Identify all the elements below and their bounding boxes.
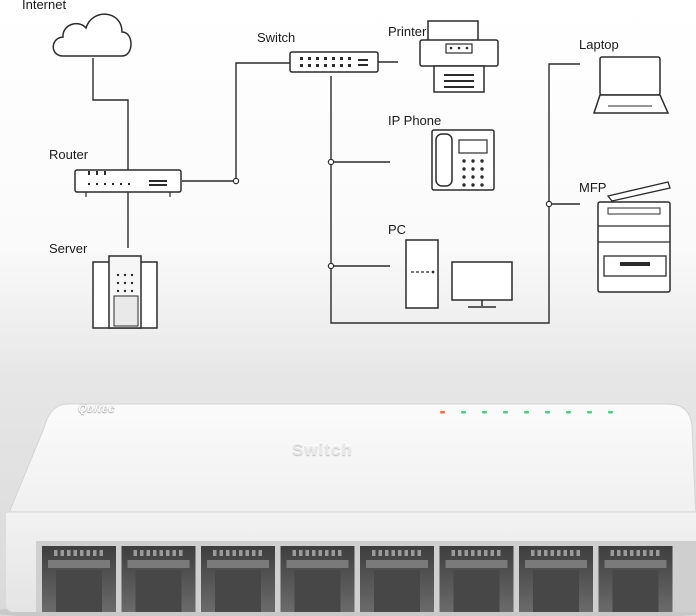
label-pc: PC xyxy=(388,222,407,237)
line-router-switch xyxy=(182,62,290,182)
junction-dot xyxy=(327,158,335,166)
line-internet-router xyxy=(92,58,129,170)
label-ip-phone: IP Phone xyxy=(388,113,442,128)
ethernet-port[interactable] xyxy=(360,546,434,612)
pc-icon xyxy=(405,239,513,309)
ip-phone-icon xyxy=(431,129,495,191)
status-led xyxy=(566,411,571,414)
status-led xyxy=(503,411,508,414)
line-switch-bus xyxy=(330,63,580,324)
junction-dots xyxy=(232,158,553,270)
junction-dot xyxy=(232,177,240,185)
brand-logo: Qoltec xyxy=(77,403,117,415)
label-laptop: Laptop xyxy=(579,37,619,52)
label-printer: Printer xyxy=(388,24,427,39)
ethernet-port[interactable] xyxy=(280,546,355,612)
label-switch: Switch xyxy=(257,30,296,45)
status-led xyxy=(524,411,529,414)
router-icon xyxy=(74,169,182,197)
printer-icon xyxy=(419,20,499,93)
ethernet-port[interactable] xyxy=(439,546,514,612)
label-internet: Internet xyxy=(22,0,67,12)
label-router: Router xyxy=(49,147,89,162)
label-server: Server xyxy=(49,241,88,256)
device-title: Switch xyxy=(292,440,353,459)
ethernet-port[interactable] xyxy=(519,546,593,612)
status-led xyxy=(440,411,445,414)
status-led xyxy=(608,411,613,414)
junction-dot xyxy=(545,200,553,208)
status-led xyxy=(587,411,592,414)
server-icon xyxy=(92,255,158,329)
ethernet-port[interactable] xyxy=(42,546,116,612)
ethernet-port[interactable] xyxy=(598,546,673,612)
ethernet-port[interactable] xyxy=(121,546,196,612)
status-led xyxy=(482,411,487,414)
ethernet-port[interactable] xyxy=(201,546,275,612)
status-led xyxy=(461,411,466,414)
label-mfp: MFP xyxy=(579,180,607,195)
laptop-icon xyxy=(592,56,670,114)
cloud-icon xyxy=(52,13,132,57)
ethernet-ports xyxy=(42,546,673,612)
mfp-icon xyxy=(597,181,671,293)
status-led xyxy=(545,411,550,414)
switch-icon xyxy=(289,51,379,73)
status-leds xyxy=(440,411,613,414)
connection-lines xyxy=(92,58,580,324)
junction-dot xyxy=(327,262,335,270)
